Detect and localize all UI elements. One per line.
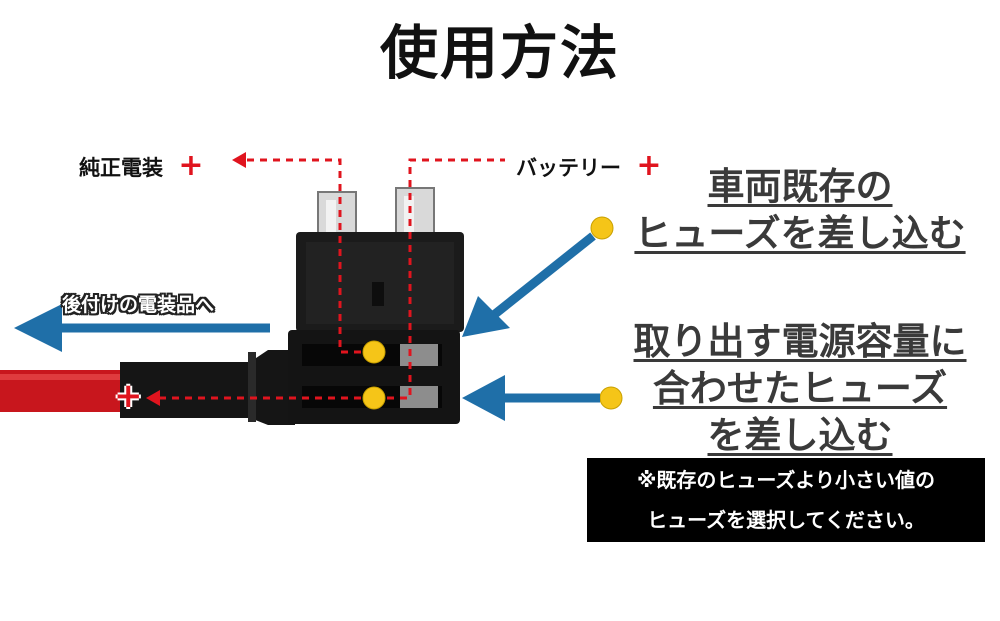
slot-dot-upper: [362, 340, 386, 364]
new-fuse-line-1: 取り出す電源容量に: [633, 320, 967, 363]
wire-sleeve: [120, 350, 295, 425]
existing-fuse-line-2: ヒューズを差し込む: [634, 212, 966, 255]
warning-note-line-1: ※既存のヒューズより小さい値の: [636, 468, 936, 492]
new-fuse-line-2: 合わせたヒューズ: [652, 367, 948, 410]
page-title: 使用方法: [379, 19, 620, 87]
to-accessory-label: 後付けの電装品へ: [62, 294, 215, 316]
new-fuse-caption: 取り出す電源容量に 合わせたヒューズ を差し込む: [630, 318, 970, 459]
battery-text: バッテリー: [516, 156, 621, 180]
oem-arrow-head: [232, 152, 246, 168]
warning-note: ※既存のヒューズより小さい値の ヒューズを選択してください。: [587, 458, 985, 542]
slot-dot-lower: [362, 386, 386, 410]
battery-label: バッテリー +: [516, 148, 661, 183]
existing-fuse-caption: 車両既存の ヒューズを差し込む: [630, 163, 970, 257]
oem-plus-sign: +: [178, 148, 204, 183]
blue-arrows: [14, 232, 600, 421]
oem-equipment-text: 純正電装: [79, 156, 163, 180]
wire-plus-sign: +: [114, 376, 143, 416]
wire-arrow-head: [146, 390, 160, 406]
existing-fuse-line-1: 車両既存の: [707, 165, 893, 208]
oem-equipment-label: 純正電装 +: [79, 148, 203, 183]
caption-dot-bottom: [599, 386, 623, 410]
current-path-lines: [158, 158, 505, 400]
fuse-blade-right: [395, 187, 435, 239]
warning-note-line-2: ヒューズを選択してください。: [647, 508, 925, 532]
caption-dot-top: [590, 216, 614, 240]
new-fuse-line-3: を差し込む: [707, 414, 893, 457]
battery-plus-sign: +: [636, 148, 662, 183]
fuse-blade-left: [317, 191, 357, 239]
